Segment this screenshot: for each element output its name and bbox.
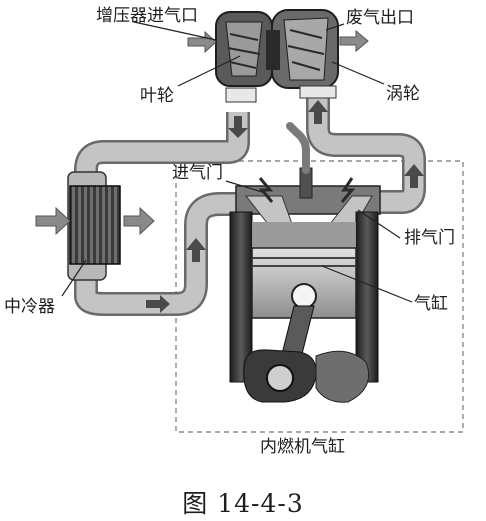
flow-arrow-right xyxy=(146,295,170,313)
flow-arrow-up-turbine xyxy=(308,100,328,124)
cylinder xyxy=(229,211,379,403)
label-turbo-inlet: 增压器进气口 xyxy=(96,6,198,26)
piston-pin xyxy=(291,283,317,309)
turbine-inlet-flange xyxy=(299,85,337,99)
spark-plug-lead xyxy=(286,122,310,174)
flow-arrow-up-exhaust xyxy=(404,164,424,188)
label-intake-valve: 进气门 xyxy=(172,163,223,183)
label-turbine: 涡轮 xyxy=(386,84,420,104)
intake-valve-spring xyxy=(258,177,274,203)
exhaust-outlet-arrow xyxy=(339,29,369,53)
exhaust-valve-spring xyxy=(340,177,356,203)
label-intercooler: 中冷器 xyxy=(4,297,55,317)
turbocharger xyxy=(215,9,339,103)
flow-arrow-up-intake xyxy=(186,238,206,262)
cooling-air-arrow xyxy=(35,206,71,236)
leader-lines xyxy=(61,21,413,303)
label-engine-cylinder: 内燃机气缸 xyxy=(260,437,345,457)
label-exhaust-outlet: 废气出口 xyxy=(346,8,414,28)
intercooler xyxy=(67,171,121,281)
cylinder-head xyxy=(235,122,381,225)
compressor-outlet-flange xyxy=(225,87,257,103)
label-exhaust-valve: 排气门 xyxy=(404,228,455,248)
label-cylinder: 气缸 xyxy=(414,294,448,314)
label-impeller: 叶轮 xyxy=(140,86,174,106)
figure-caption: 图 14-4-3 xyxy=(182,489,304,518)
flow-arrow-down-1 xyxy=(228,116,248,138)
cooled-air-arrow xyxy=(123,206,155,236)
